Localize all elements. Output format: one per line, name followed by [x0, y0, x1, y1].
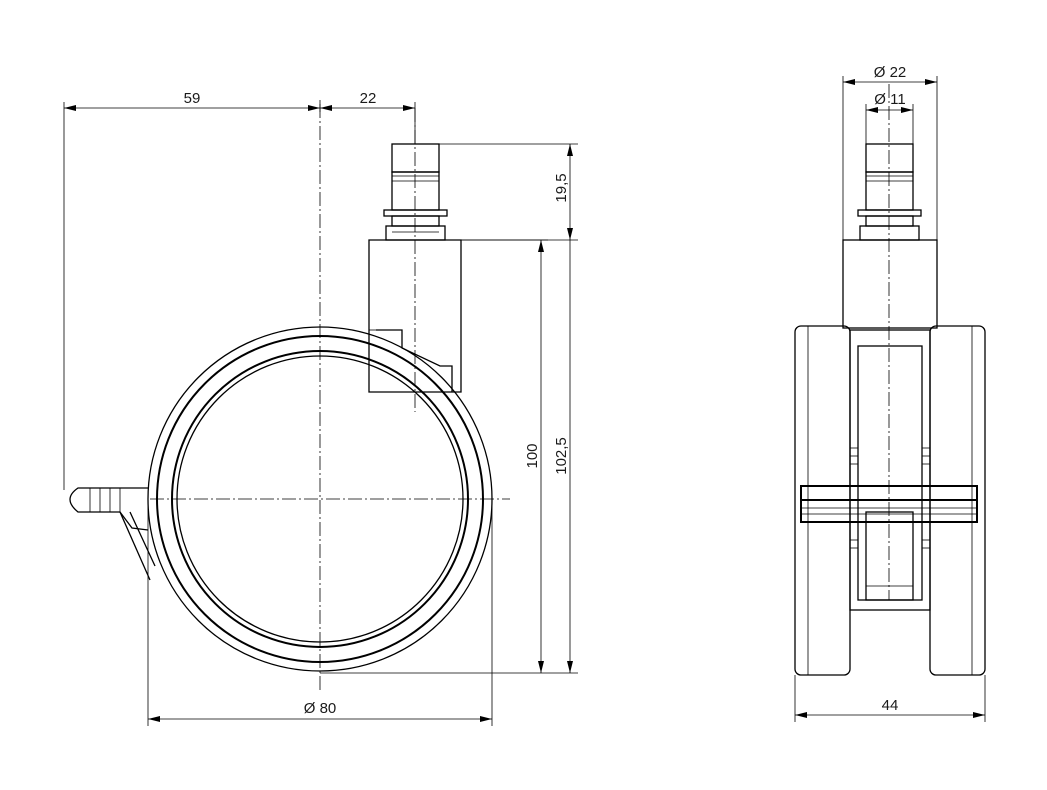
dim-label-diameter-11: Ø 11	[874, 91, 905, 108]
dim-stem-diameter: Ø 11	[865, 91, 914, 144]
side-stem-pin	[383, 143, 448, 241]
dim-label-100: 100	[524, 443, 541, 468]
dim-label-59: 59	[184, 90, 201, 107]
side-view: 59 22 19,5 100	[63, 90, 578, 726]
dim-wheel-diameter: Ø 80	[147, 499, 493, 726]
dim-wheel-width: 44	[794, 675, 986, 722]
dim-offset-22: 22	[320, 90, 416, 144]
dim-label-19-5: 19,5	[553, 173, 570, 202]
front-axle	[800, 485, 978, 523]
brake-lever	[69, 487, 156, 581]
dim-label-44: 44	[882, 697, 899, 714]
front-stem-pin	[857, 143, 922, 241]
dim-label-diameter-22: Ø 22	[874, 64, 907, 81]
dim-stem-height: 19,5	[439, 143, 578, 241]
dim-wheel-height: 100	[320, 239, 548, 674]
dim-label-22: 22	[360, 90, 377, 107]
dim-housing-diameter: Ø 22	[842, 64, 938, 240]
front-fork	[849, 329, 931, 611]
dim-total-height: 102,5	[548, 240, 578, 674]
dim-label-diameter-80: Ø 80	[304, 700, 337, 717]
front-view: Ø 22 Ø 11 44	[794, 64, 986, 722]
dim-label-102-5: 102,5	[553, 437, 570, 475]
side-housing	[368, 239, 462, 393]
dim-offset-59: 59	[63, 90, 321, 490]
front-housing	[842, 239, 938, 329]
